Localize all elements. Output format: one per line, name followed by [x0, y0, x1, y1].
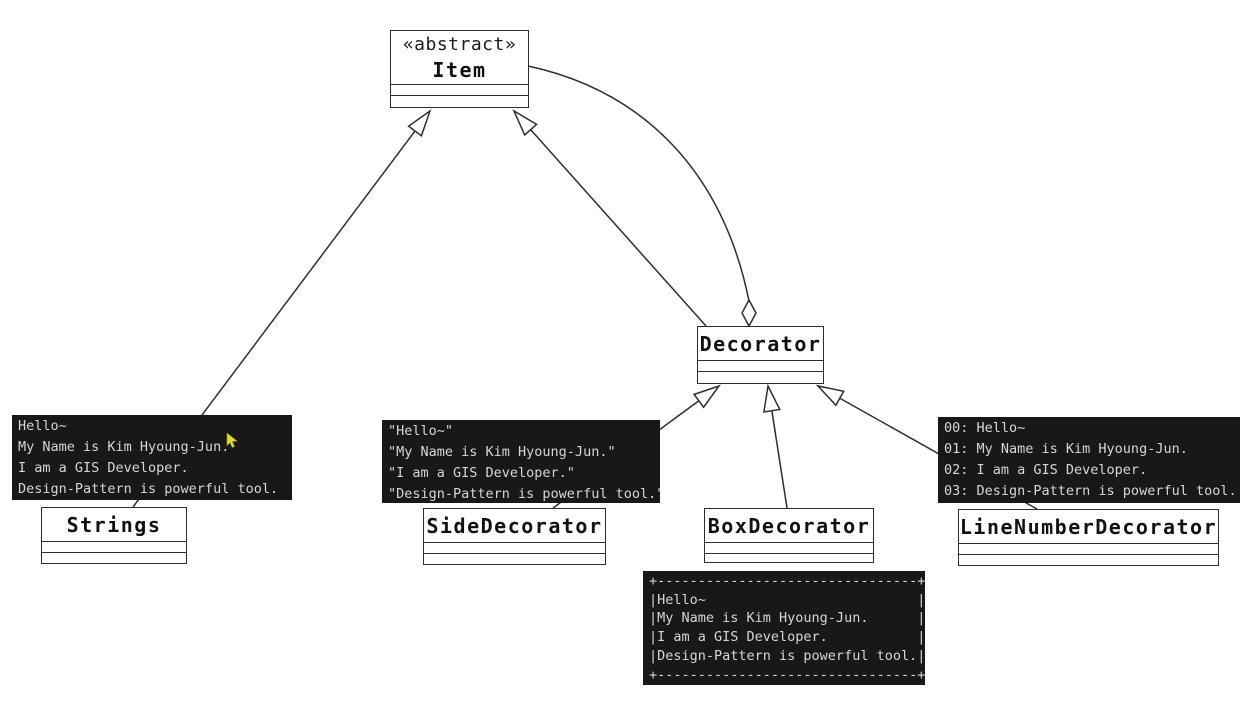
- class-linenumberdecorator-attributes-compartment: [959, 544, 1218, 555]
- mouse-cursor-icon: [226, 433, 238, 448]
- class-strings-name: Strings: [66, 512, 162, 537]
- class-decorator: Decorator: [697, 326, 824, 384]
- aggregation-item-to-decorator: [527, 65, 750, 302]
- class-strings: Strings: [41, 507, 187, 564]
- generalization-decorator-to-item: [512, 109, 707, 327]
- class-linenumberdecorator-title: LineNumberDecorator: [959, 510, 1218, 544]
- console-output-strings: Hello~ My Name is Kim Hyoung-Jun. I am a…: [12, 415, 292, 500]
- class-linenumberdecorator-operations-compartment: [959, 555, 1218, 565]
- class-sidedecorator-name: SideDecorator: [426, 513, 603, 538]
- console-output-boxdecorator: +--------------------------------+ |Hell…: [643, 571, 925, 685]
- console-output-linenumberdecorator: 00: Hello~ 01: My Name is Kim Hyoung-Jun…: [938, 417, 1240, 503]
- class-item-title: «abstract» Item: [391, 31, 528, 85]
- class-strings-operations-compartment: [42, 553, 186, 563]
- class-item-operations-compartment: [391, 96, 528, 107]
- class-item: «abstract» Item: [390, 30, 529, 108]
- class-linenumberdecorator-name: LineNumberDecorator: [959, 514, 1218, 539]
- class-boxdecorator: BoxDecorator: [704, 508, 874, 563]
- class-boxdecorator-name: BoxDecorator: [707, 513, 871, 538]
- class-decorator-attributes-compartment: [698, 361, 823, 372]
- class-sidedecorator-attributes-compartment: [424, 543, 605, 554]
- class-item-attributes-compartment: [391, 85, 528, 96]
- console-output-sidedecorator: "Hello~" "My Name is Kim Hyoung-Jun." "I…: [382, 420, 660, 503]
- class-decorator-operations-compartment: [698, 372, 823, 383]
- class-decorator-title: Decorator: [698, 327, 823, 361]
- class-strings-title: Strings: [42, 508, 186, 542]
- generalization-boxdecorator-to-decorator: [763, 383, 788, 509]
- class-boxdecorator-attributes-compartment: [705, 543, 873, 554]
- class-sidedecorator-operations-compartment: [424, 554, 605, 564]
- class-sidedecorator: SideDecorator: [423, 508, 606, 565]
- class-decorator-name: Decorator: [699, 331, 822, 356]
- aggregation-diamond-icon: [741, 298, 757, 328]
- class-item-stereotype: «abstract»: [402, 34, 517, 55]
- class-boxdecorator-title: BoxDecorator: [705, 509, 873, 543]
- class-sidedecorator-title: SideDecorator: [424, 509, 605, 543]
- class-boxdecorator-operations-compartment: [705, 554, 873, 562]
- class-strings-attributes-compartment: [42, 542, 186, 553]
- class-linenumberdecorator: LineNumberDecorator: [958, 509, 1219, 566]
- class-item-name: Item: [432, 58, 487, 82]
